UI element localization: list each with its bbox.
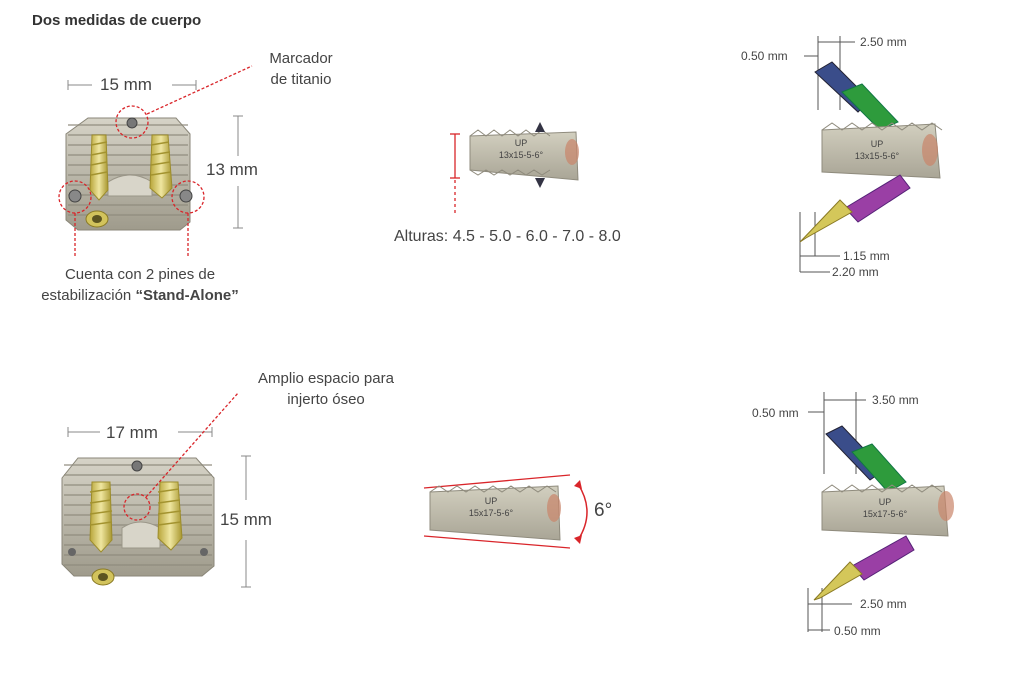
bottom-screw-view-label: UP 15x17-5-6° [860, 496, 910, 520]
top-screw-up-label: UP [870, 139, 884, 149]
bottom-screw-dim-3-50: 3.50 mm [872, 393, 919, 407]
bottom-screw-view [807, 392, 954, 632]
pins-label-bold: “Stand-Alone” [135, 287, 239, 304]
top-screw-view-label: UP 13x15-5-6° [852, 138, 902, 162]
top-side-size-label: 13x15-5-6° [498, 150, 544, 160]
bottom-side-up-label: UP [484, 496, 498, 506]
top-implant-side-view [450, 122, 579, 216]
graft-label-line1: Amplio espacio para [258, 370, 394, 387]
bottom-side-view-label: UP 15x17-5-6° [466, 495, 516, 519]
bottom-implant-height: 15 mm [220, 510, 272, 529]
graft-label: Amplio espacio para injerto óseo [236, 368, 416, 410]
bottom-screw-size-label: 15x17-5-6° [862, 509, 908, 519]
bottom-implant-front-view [61, 392, 251, 588]
bottom-screw-up-label: UP [878, 497, 892, 507]
bottom-implant-width: 17 mm [106, 423, 158, 442]
top-side-view-label: UP 13x15-5-6° [496, 137, 546, 161]
pins-label-prefix: estabilización [41, 287, 136, 304]
top-screw-size-label: 13x15-5-6° [854, 151, 900, 161]
top-screw-dim-2-20: 2.20 mm [832, 265, 879, 279]
bottom-implant-side-view [423, 474, 588, 549]
pins-label-line2: estabilización “Stand-Alone” [20, 285, 260, 306]
graft-label-line2: injerto óseo [287, 391, 365, 408]
top-implant-width: 15 mm [100, 75, 152, 94]
pins-label-line1: Cuenta con 2 pines de [64, 266, 216, 283]
top-screw-view [799, 36, 943, 273]
top-screw-dim-1-15: 1.15 mm [843, 249, 890, 263]
top-screw-dim-0-50: 0.50 mm [741, 49, 788, 63]
top-screw-dim-2-50: 2.50 mm [860, 35, 907, 49]
page-title: Dos medidas de cuerpo [32, 12, 202, 29]
top-side-up-label: UP [514, 138, 528, 148]
bottom-side-size-label: 15x17-5-6° [468, 508, 514, 518]
marker-label: Marcador de titanio [255, 48, 347, 90]
top-implant-front-view [58, 65, 253, 256]
marker-label-line2: de titanio [270, 71, 332, 88]
angle-label: 6° [594, 500, 613, 521]
heights-label: Alturas: 4.5 - 5.0 - 6.0 - 7.0 - 8.0 [394, 228, 621, 245]
pins-label: Cuenta con 2 pines de estabilización “St… [20, 264, 260, 306]
marker-label-line1: Marcador [269, 50, 333, 67]
bottom-screw-dim-0-50-bottom: 0.50 mm [834, 624, 881, 638]
bottom-screw-dim-0-50-top: 0.50 mm [752, 406, 799, 420]
bottom-screw-dim-2-50: 2.50 mm [860, 597, 907, 611]
top-implant-height: 13 mm [206, 160, 258, 179]
